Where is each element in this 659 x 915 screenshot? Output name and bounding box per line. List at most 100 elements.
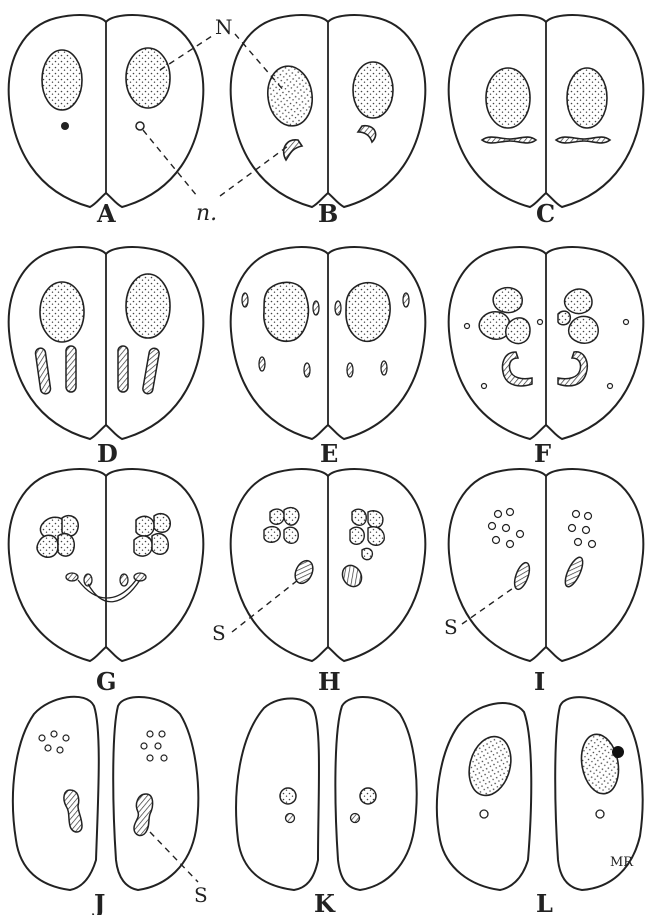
cell-pair-outline — [449, 469, 644, 661]
micronucleus-small — [585, 513, 592, 520]
panel-k: K — [236, 697, 417, 915]
micronucleus-small — [538, 320, 543, 325]
panel-label-a: A — [96, 199, 116, 228]
micronucleus-spindle — [403, 293, 409, 307]
macronucleus-fragment — [368, 527, 384, 546]
panel-label-d: D — [97, 439, 118, 468]
macronucleus-right — [126, 274, 170, 338]
cell-pair-outline — [231, 15, 426, 207]
nucleus-right — [360, 788, 376, 804]
panel-label-f: F — [534, 439, 551, 468]
spindle-end — [120, 574, 128, 586]
cell-pair-outline — [449, 247, 644, 439]
macronucleus-right — [353, 62, 393, 118]
panel-label-e: E — [320, 439, 338, 468]
micronucleus-small — [503, 525, 510, 532]
macronucleus-fragment — [152, 534, 168, 555]
macronucleus-left — [40, 282, 84, 342]
cell-pair-outline — [9, 247, 204, 439]
micronucleus-spindle — [313, 301, 319, 315]
curved-spindle-right — [558, 352, 587, 386]
panel-label-g: G — [96, 667, 117, 696]
micronucleus-small — [147, 731, 153, 737]
micronucleus-spindle — [304, 363, 310, 377]
macronucleus-fragment — [154, 514, 170, 533]
cell-pair-outline — [231, 469, 426, 661]
micronucleus-right — [351, 814, 360, 823]
macronucleus-fragment — [352, 509, 366, 525]
macronucleus-fragment — [58, 534, 74, 556]
micronucleus-small — [63, 735, 69, 741]
micronucleus-small — [608, 384, 613, 389]
micronucleus-small — [573, 511, 580, 518]
callout-spindle-label: S — [194, 883, 208, 907]
macronucleus-fragment — [284, 508, 299, 525]
spindle-left — [482, 137, 536, 143]
nucleus-left — [280, 788, 296, 804]
micronucleus-crescent-right — [358, 126, 376, 142]
cell-left-outline — [236, 698, 319, 890]
spindle-right — [562, 555, 586, 589]
spindle-end — [66, 573, 78, 581]
macronucleus-fragment — [569, 316, 599, 343]
dumbbell-spindle-left — [64, 790, 82, 832]
macronucleus-right — [577, 731, 623, 796]
macronucleus-fragment — [558, 311, 570, 325]
macronucleus-fragment — [350, 527, 364, 544]
macronucleus-left — [264, 282, 309, 341]
panel-j: S J — [13, 697, 208, 915]
spindle-3 — [118, 346, 128, 392]
micronucleus-small — [155, 743, 161, 749]
micronucleus-small — [465, 324, 470, 329]
panel-l: MR L — [437, 697, 643, 915]
callout-spindle-label: S — [444, 615, 458, 639]
callout-line-s — [232, 580, 298, 632]
micronucleus-small — [495, 511, 502, 518]
panel-label-i: I — [534, 667, 545, 696]
micronucleus-spindle — [347, 363, 353, 377]
cell-pair-outline — [9, 469, 204, 661]
micronucleus-crescent-left — [284, 140, 302, 160]
cell-left-outline — [13, 697, 99, 890]
panel-i: S I — [444, 469, 643, 696]
panel-e: E — [231, 247, 426, 468]
macronucleus-left — [264, 63, 316, 129]
micronucleus-left — [286, 814, 295, 823]
macronucleus-fragment — [284, 527, 298, 543]
cell-pair-outline — [449, 15, 644, 207]
panel-a: A — [9, 15, 204, 228]
micronucleus-spindle — [381, 361, 387, 375]
macronucleus-fragment — [37, 535, 58, 557]
spindle-4 — [142, 347, 160, 394]
panel-c: C — [449, 15, 644, 228]
dumbbell-spindle-s — [134, 794, 153, 835]
macronucleus-left — [463, 732, 517, 800]
micronucleus-small — [161, 755, 167, 761]
callout-spindle-label: S — [212, 621, 226, 645]
panel-d: D — [9, 247, 204, 468]
micronucleus-small — [493, 537, 500, 544]
macronucleus-fragment — [134, 536, 152, 556]
micronucleus-small — [507, 509, 514, 516]
macronucleus-fragment — [264, 527, 280, 543]
micronucleus-small — [482, 384, 487, 389]
macronucleus-fragment — [136, 516, 154, 536]
macronucleus-fragment — [506, 318, 530, 344]
micronucleus-small — [624, 320, 629, 325]
micronucleus-small — [51, 731, 57, 737]
spindle-end — [134, 573, 146, 581]
panel-label-k: K — [314, 889, 336, 915]
micronucleus-left — [480, 810, 488, 818]
cell-pair-outline — [231, 247, 426, 439]
spindle-s — [512, 561, 533, 591]
macronucleus-fragment — [368, 511, 383, 528]
macronucleus-right — [346, 283, 390, 342]
macronucleus-right — [126, 48, 170, 108]
spindle-right — [556, 137, 610, 143]
micronucleus-spindle — [242, 293, 248, 307]
panel-label-b: B — [318, 199, 338, 228]
panel-label-h: H — [318, 667, 341, 696]
panel-label-j: J — [92, 889, 105, 915]
artist-signature: MR — [610, 855, 634, 870]
micronucleus-right — [596, 810, 604, 818]
